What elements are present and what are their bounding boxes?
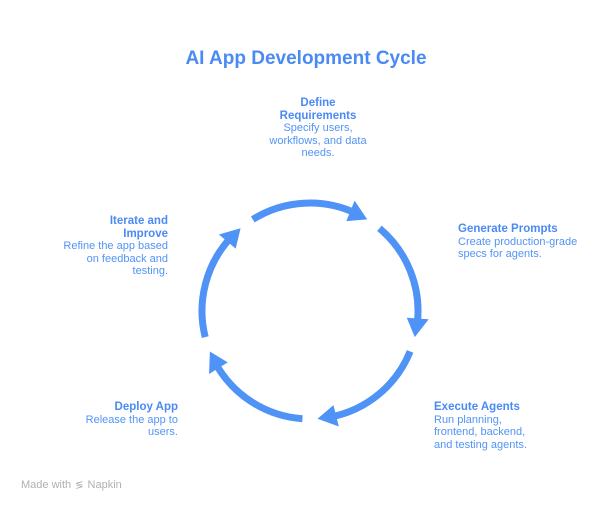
step-heading: Define Requirements xyxy=(279,97,357,122)
napkin-logo-icon: ≶ xyxy=(75,479,84,491)
napkin-brand: Napkin xyxy=(87,479,122,491)
step-execute-agents: Execute Agents Run planning, frontend, b… xyxy=(434,401,534,451)
step-deploy-app: Deploy App Release the app to users. xyxy=(78,401,178,439)
step-description: Create production-grade specs for agents… xyxy=(458,235,578,261)
arrowhead-icon xyxy=(406,317,429,338)
cycle-arc xyxy=(198,234,234,338)
arrowhead-icon xyxy=(346,200,368,222)
footer-watermark: Made with ≶ Napkin xyxy=(21,479,122,491)
arrowhead-icon xyxy=(317,405,339,427)
made-with-text: Made with xyxy=(21,479,72,491)
step-description: Refine the app based on feedback and tes… xyxy=(63,240,168,277)
cycle-arc xyxy=(250,199,358,223)
step-heading: Execute Agents xyxy=(434,401,520,413)
step-description: Specify users, workflows, and data needs… xyxy=(269,122,367,159)
step-generate-prompts: Generate Prompts Create production-grade… xyxy=(458,223,578,261)
step-description: Release the app to users. xyxy=(85,413,178,439)
step-iterate-improve: Iterate and Improve Refine the app based… xyxy=(50,215,168,278)
step-description: Run planning, frontend, backend, and tes… xyxy=(434,413,527,451)
diagram-title: AI App Development Cycle xyxy=(185,48,427,69)
cycle-arc xyxy=(377,225,422,325)
step-heading: Deploy App xyxy=(114,401,178,413)
arrowhead-icon xyxy=(218,228,241,249)
cycle-arc xyxy=(212,361,303,423)
arrowhead-icon xyxy=(209,351,228,375)
step-heading: Generate Prompts xyxy=(458,223,558,235)
step-define-requirements: Define Requirements Specify users, workf… xyxy=(248,97,388,160)
step-heading: Iterate and Improve xyxy=(109,215,168,240)
cycle-arc xyxy=(329,350,414,421)
